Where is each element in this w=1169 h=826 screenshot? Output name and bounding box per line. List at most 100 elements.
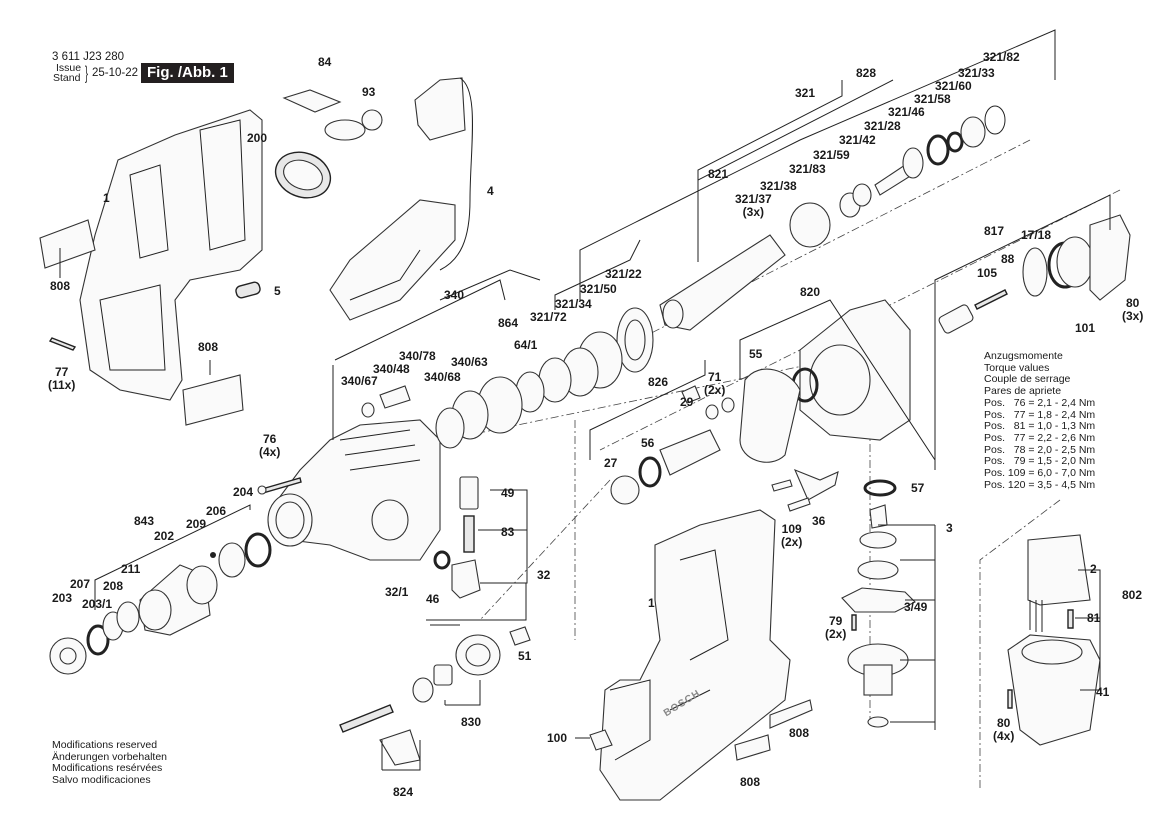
part-number: 76 [262,432,277,446]
part-label-64-1[interactable]: 64/1 [514,338,538,352]
part-label-83[interactable]: 83 [501,525,515,539]
part-label-211[interactable]: 211 [121,562,141,576]
part-label-321-72[interactable]: 321/72 [530,310,567,324]
part-label-321-42[interactable]: 321/42 [839,133,876,147]
label-plate [769,699,813,729]
part-label-824[interactable]: 824 [393,785,414,799]
part-label-207[interactable]: 207 [70,577,91,591]
part-label-57[interactable]: 57 [911,481,925,495]
label-plate [39,219,96,269]
part-label-101[interactable]: 101 [1075,321,1096,335]
part-label-109[interactable]: 109(2x) [781,523,802,549]
part-label-340-68[interactable]: 340/68 [424,370,461,384]
part-label-843[interactable]: 843 [134,514,155,528]
part-label-321-28[interactable]: 321/28 [864,119,901,133]
part-label-340-48[interactable]: 340/48 [373,362,410,376]
part-label-71[interactable]: 71(2x) [704,371,725,397]
part-label-321-60[interactable]: 321/60 [935,79,972,93]
part-label-208[interactable]: 208 [103,579,124,593]
part-label-3[interactable]: 3 [946,521,953,535]
part-label-321-34[interactable]: 321/34 [555,297,592,311]
part-label-32[interactable]: 32 [537,568,551,582]
part-label-41[interactable]: 41 [1096,685,1110,699]
part-label-808[interactable]: 808 [789,726,810,740]
part-label-77[interactable]: 77(11x) [48,366,75,392]
part-label-203-1[interactable]: 203/1 [82,597,113,611]
part-label-36[interactable]: 36 [812,514,826,528]
part-label-206[interactable]: 206 [206,504,227,518]
part-quantity: (2x) [704,383,726,397]
part-quantity: (2x) [781,535,803,549]
part-label-321-50[interactable]: 321/50 [580,282,617,296]
part-label-4[interactable]: 4 [487,184,494,198]
part-label-321[interactable]: 321 [795,86,816,100]
part-label-200[interactable]: 200 [247,131,268,145]
part-label-321-38[interactable]: 321/38 [760,179,797,193]
part-label-80[interactable]: 80(3x) [1122,297,1143,323]
part-label-321-37[interactable]: 321/37(3x) [735,193,772,219]
part-label-321-22[interactable]: 321/22 [605,267,642,281]
part-label-88[interactable]: 88 [1001,252,1015,266]
torque-title-de: Anzugsmomente [984,350,1063,362]
part-label-55[interactable]: 55 [749,347,763,361]
part-label-46[interactable]: 46 [426,592,440,606]
part-label-1[interactable]: 1 [103,191,110,205]
part-number: 109 [781,522,802,536]
part-label-340-67[interactable]: 340/67 [341,374,378,388]
motor-housing [1007,634,1101,746]
part-label-808[interactable]: 808 [740,775,761,789]
part-label-802[interactable]: 802 [1122,588,1143,602]
part-label-321-82[interactable]: 321/82 [983,50,1020,64]
part-label-79[interactable]: 79(2x) [825,615,846,641]
housing-half-right [599,509,791,801]
torque-row: Pos. 120 = 3,5 - 4,5 Nm [984,478,1096,491]
part-label-321-83[interactable]: 321/83 [789,162,826,176]
part-label-826[interactable]: 826 [648,375,669,389]
part-label-820[interactable]: 820 [800,285,821,299]
figure-badge: Fig. /Abb. 1 [141,63,234,83]
part-label-84[interactable]: 84 [318,55,332,69]
part-label-29[interactable]: 29 [680,395,694,409]
part-label-808[interactable]: 808 [198,340,219,354]
part-label-32-1[interactable]: 32/1 [385,585,409,599]
part-label-203[interactable]: 203 [52,591,73,605]
part-label-105[interactable]: 105 [977,266,998,280]
part-label-93[interactable]: 93 [362,85,376,99]
label-plate [734,734,771,761]
part-label-864[interactable]: 864 [498,316,519,330]
part-label-821[interactable]: 821 [708,167,729,181]
part-label-2[interactable]: 2 [1090,562,1097,576]
torque-table: Anzugsmomente Torque values Couple de se… [984,350,1096,491]
part-label-5[interactable]: 5 [274,284,281,298]
part-label-830[interactable]: 830 [461,715,482,729]
part-label-3-49[interactable]: 3/49 [904,600,928,614]
part-quantity: (11x) [48,378,76,392]
part-label-321-46[interactable]: 321/46 [888,105,925,119]
part-label-321-59[interactable]: 321/59 [813,148,850,162]
part-label-202[interactable]: 202 [154,529,175,543]
torque-row: Pos. 78 = 2,0 - 2,5 Nm [984,443,1096,456]
part-label-321-33[interactable]: 321/33 [958,66,995,80]
part-label-100[interactable]: 100 [547,731,568,745]
part-label-80[interactable]: 80(4x) [993,717,1014,743]
part-label-340[interactable]: 340 [444,288,465,302]
part-label-321-58[interactable]: 321/58 [914,92,951,106]
part-label-76[interactable]: 76(4x) [259,433,280,459]
part-label-51[interactable]: 51 [518,649,532,663]
part-label-49[interactable]: 49 [501,486,515,500]
part-label-340-78[interactable]: 340/78 [399,349,436,363]
part-label-209[interactable]: 209 [186,517,207,531]
part-label-340-63[interactable]: 340/63 [451,355,488,369]
part-label-204[interactable]: 204 [233,485,254,499]
part-label-81[interactable]: 81 [1087,611,1101,625]
part-label-56[interactable]: 56 [641,436,655,450]
part-label-1[interactable]: 1 [648,596,655,610]
modifications-de: Änderungen vorbehalten [52,750,168,763]
part-label-828[interactable]: 828 [856,66,877,80]
housing-half-left [79,109,263,401]
part-label-17-18[interactable]: 17/18 [1021,228,1052,242]
part-label-817[interactable]: 817 [984,224,1005,238]
issue-date: 25-10-22 [92,67,139,79]
part-label-808[interactable]: 808 [50,279,71,293]
part-label-27[interactable]: 27 [604,456,618,470]
